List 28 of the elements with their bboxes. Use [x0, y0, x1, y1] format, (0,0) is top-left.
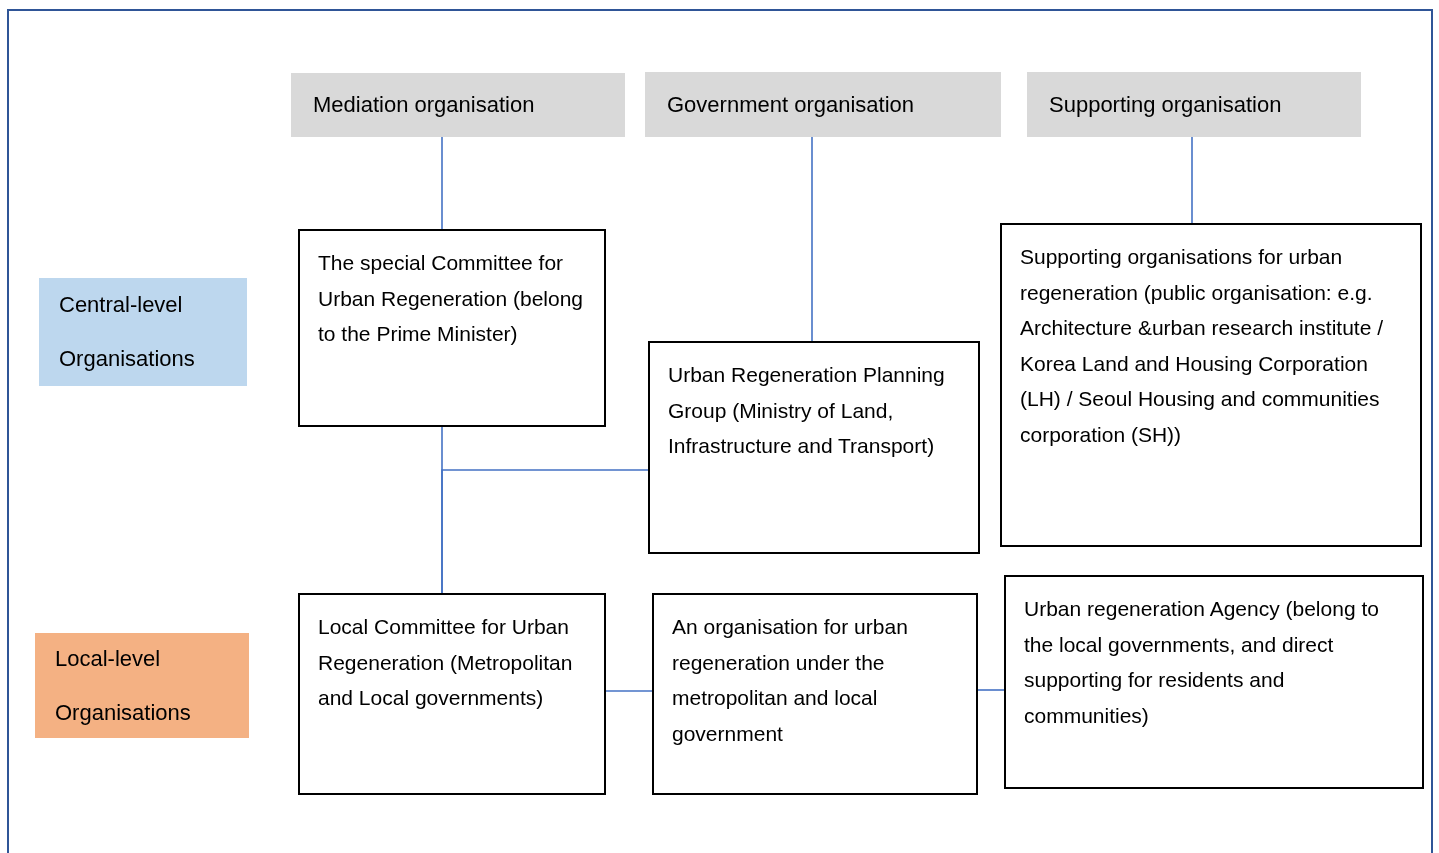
organisation-box	[648, 341, 980, 554]
connector-line	[811, 136, 813, 342]
organisation-box	[1000, 223, 1422, 547]
connector-line	[977, 689, 1005, 691]
node-text: Supporting organisations for urban regeneration (public organisation: e.g. Architecture &urban research institute / Korea Land and Housing Corporation (LH) / Seoul Housing and communities corporation (SH))	[1020, 244, 1384, 448]
category-header	[291, 73, 625, 137]
level-label	[35, 633, 249, 738]
organisation-box	[298, 593, 606, 795]
node-text: Local Committee for Urban Regeneration (Metropolitan and Local governments)	[318, 614, 574, 711]
connector-line	[441, 469, 649, 594]
node-text: The special Committee for Urban Regeneration (belong to the Prime Minister)	[318, 250, 584, 347]
node-text: Local-level Organisations	[55, 644, 192, 727]
organisation-box	[652, 593, 978, 795]
level-label	[39, 278, 247, 386]
category-header	[645, 72, 1001, 137]
organisation-box	[298, 229, 606, 427]
category-header	[1027, 72, 1361, 137]
node-text: Mediation organisation	[313, 91, 535, 119]
connector-line	[1191, 136, 1193, 224]
connector-line	[441, 136, 443, 230]
node-text: Central-level Organisations	[59, 291, 196, 373]
node-text: Urban Regeneration Planning Group (Ministry of Land, Infrastructure and Transport)	[668, 362, 946, 459]
organisation-box	[1004, 575, 1424, 789]
node-text: Urban regeneration Agency (belong to the local governments, and direct supporting for residents and communities)	[1024, 596, 1380, 729]
node-text: An organisation for urban regeneration under the metropolitan and local government	[672, 614, 909, 747]
connector-line	[605, 690, 653, 692]
node-text: Supporting organisation	[1049, 90, 1282, 119]
node-text: Government organisation	[667, 90, 915, 119]
